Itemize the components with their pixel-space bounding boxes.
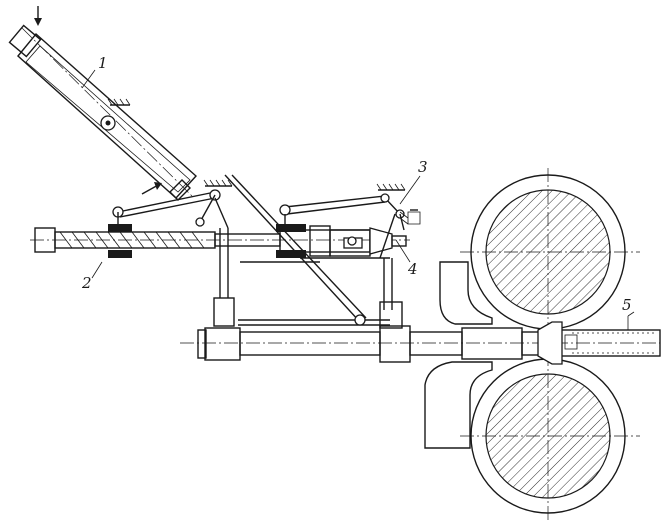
upper-roll: [460, 168, 640, 336]
callout-4: 4: [408, 260, 418, 278]
upper-guide-rod: [30, 224, 410, 258]
lower-roll: [460, 352, 640, 520]
inclined-chute: [8, 6, 197, 201]
callout-5: 5: [622, 296, 632, 314]
upper-guide: [439, 261, 493, 325]
lower-guide: [424, 361, 493, 449]
workpiece-billet: [559, 316, 661, 357]
callout-1: 1: [98, 54, 108, 72]
callout-2: 2: [82, 274, 92, 292]
pusher-bar: [180, 319, 660, 365]
linkage: [112, 174, 421, 329]
callout-3: 3: [418, 158, 428, 176]
callout-leaders: [81, 69, 635, 317]
